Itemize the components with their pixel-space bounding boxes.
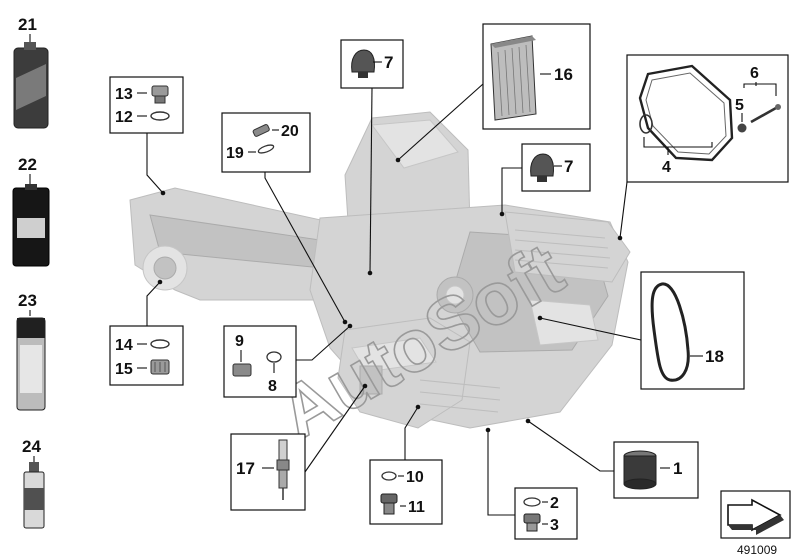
callout-box-16: 16 <box>482 23 591 130</box>
part-21-group: 21 <box>13 15 49 129</box>
air-filter-icon <box>490 35 537 121</box>
seal-ring-icon <box>381 471 397 481</box>
callout-23: 23 <box>18 291 37 310</box>
callout-12: 12 <box>115 109 133 126</box>
callout-8: 8 <box>268 378 277 395</box>
callout-3: 3 <box>550 517 559 534</box>
part-22-group: 22 <box>12 155 50 267</box>
oil-filter-icon <box>623 450 657 490</box>
drain-plug-icon <box>523 513 541 532</box>
callout-1: 1 <box>673 459 682 478</box>
drive-belt-icon <box>650 282 690 382</box>
callout-box-7-right: 7 <box>521 143 591 192</box>
callout-6: 6 <box>750 65 759 82</box>
oil-bottle-icon <box>13 42 49 129</box>
callout-4: 4 <box>662 159 671 176</box>
part-24-group: 24 <box>22 437 45 529</box>
callout-15: 15 <box>115 361 133 378</box>
callout-5: 5 <box>735 97 744 114</box>
callout-7-right: 7 <box>564 157 573 176</box>
engine-illustration <box>129 111 631 429</box>
seal-ring-icon <box>523 497 541 507</box>
callout-14: 14 <box>115 337 133 354</box>
callout-2: 2 <box>550 495 559 512</box>
callout-9: 9 <box>235 333 244 350</box>
reference-number: 491009 <box>737 543 777 557</box>
spark-plug-icon <box>276 439 290 500</box>
callout-box-14-15: 14 15 <box>109 325 184 386</box>
cap-icon <box>530 153 554 182</box>
callout-box-9-8: 9 8 <box>223 325 297 398</box>
callout-19: 19 <box>226 145 244 162</box>
bolt-icon <box>737 104 781 133</box>
clamp-icon <box>639 114 653 134</box>
plug-icon <box>150 359 170 375</box>
callout-7-top: 7 <box>384 53 393 72</box>
spray-can-icon <box>16 317 46 411</box>
gasket-icon <box>638 64 734 162</box>
seal-ring-icon <box>257 144 275 154</box>
callout-24: 24 <box>22 437 41 456</box>
callout-13: 13 <box>115 86 133 103</box>
part-23-group: 23 <box>16 291 46 411</box>
callout-11: 11 <box>408 499 425 516</box>
callout-box-19-20: 20 19 <box>221 112 311 173</box>
callout-10: 10 <box>406 469 424 486</box>
sensor-icon <box>252 124 270 137</box>
callout-box-18: 18 <box>640 271 745 390</box>
callout-box-10-11: 10 11 <box>369 459 443 525</box>
plug-icon <box>151 85 169 104</box>
leader-lines <box>146 83 642 516</box>
callout-16: 16 <box>554 65 573 84</box>
callout-22: 22 <box>18 155 37 174</box>
reference-badge: 491009 <box>720 490 791 557</box>
fluid-bottle-icon <box>12 184 50 267</box>
callout-box-13-12: 13 12 <box>109 76 184 134</box>
cap-icon <box>351 49 375 78</box>
small-bottle-icon <box>23 462 45 529</box>
seal-ring-icon <box>266 351 282 363</box>
plug-icon <box>232 363 252 377</box>
seal-ring-icon <box>150 339 170 349</box>
seal-ring-icon <box>150 111 170 121</box>
callout-box-6-5-4: 6 5 4 <box>626 54 789 183</box>
callout-box-2-3: 2 3 <box>514 487 578 540</box>
drain-plug-icon <box>380 493 398 515</box>
callout-box-7-top: 7 <box>340 39 404 89</box>
callout-20: 20 <box>281 123 299 140</box>
callout-box-1: 1 <box>613 441 699 499</box>
callout-21: 21 <box>18 15 37 34</box>
callout-17: 17 <box>236 459 255 478</box>
callout-box-17: 17 <box>230 433 306 511</box>
arrow-icon <box>727 498 784 535</box>
callout-18: 18 <box>705 347 724 366</box>
